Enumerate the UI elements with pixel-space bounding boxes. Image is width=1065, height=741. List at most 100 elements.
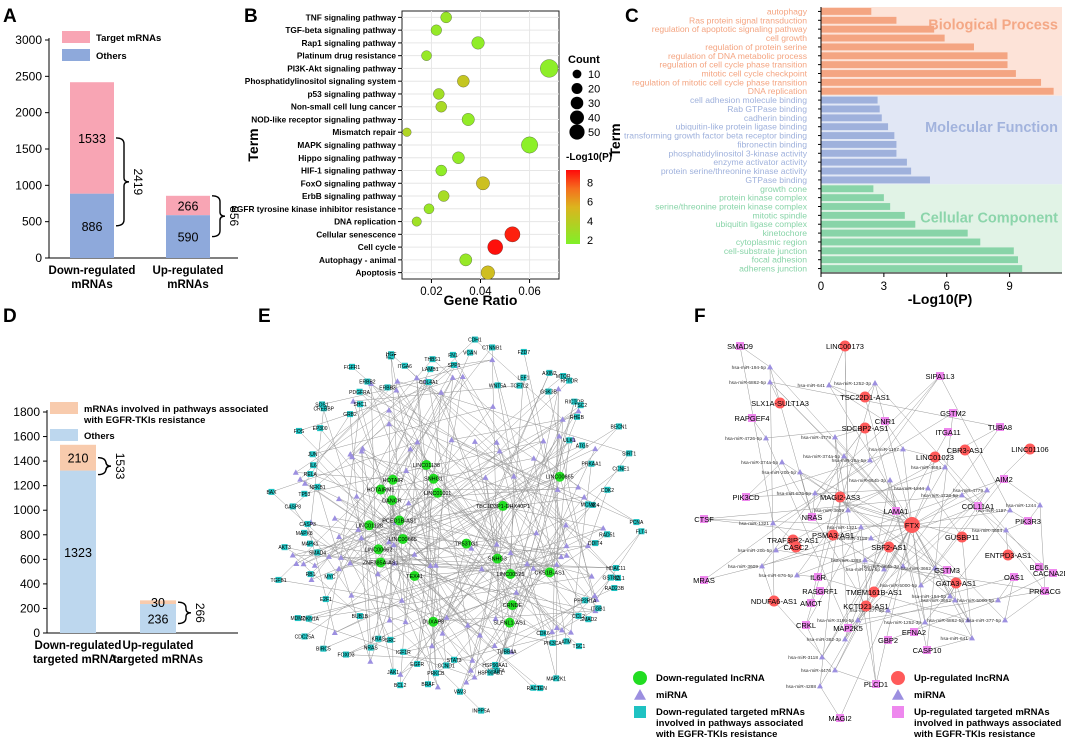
network-node-label: MAGI2-AS3: [820, 493, 860, 502]
network-edge: [843, 455, 913, 526]
mrna-node-label: FLT4: [636, 529, 648, 535]
lncrna-node-label: HOTAIR: [383, 478, 403, 484]
term-label: Non-small cell lung cancer: [291, 102, 397, 112]
mirna-node: [331, 629, 338, 636]
mrna-node: [268, 488, 275, 495]
mirna-node: [575, 484, 582, 490]
mirna-node: [575, 407, 582, 414]
mrna-node: [516, 382, 523, 389]
mrna-node: [357, 401, 364, 408]
y-tick-label: 800: [20, 528, 40, 542]
network-node-label: GSTM2: [940, 409, 966, 418]
network-edge: [369, 410, 579, 526]
network-edge: [325, 377, 453, 600]
mirna-node: [767, 379, 773, 385]
lncrna-node: [373, 544, 384, 555]
network-node-label: CACNA2D2: [1033, 569, 1065, 578]
network-edge: [414, 575, 512, 653]
mrna-node-label: CDH1: [468, 338, 482, 344]
mirna-node: [347, 560, 354, 566]
mirna-node: [554, 486, 561, 492]
mirna-node: [335, 495, 342, 502]
mirna-node: [947, 593, 953, 599]
legend-swatch: [50, 429, 78, 441]
network-node-label: CASP10: [913, 646, 942, 655]
mrna-node: [808, 513, 816, 521]
mrna-node: [310, 462, 317, 469]
total-brace: [211, 195, 226, 238]
network-edge: [821, 546, 890, 658]
network-edge: [887, 599, 999, 641]
lncrna-node: [544, 567, 555, 578]
mrna-node-label: JAK1: [387, 670, 399, 676]
network-edge: [511, 401, 575, 652]
network-edge: [292, 554, 616, 569]
network-edge: [389, 619, 482, 711]
term-label: EGFR tyrosine kinase inhibitor resistanc…: [231, 204, 396, 214]
legend-label-line: Down-regulated lncRNA: [656, 673, 765, 684]
mrna-node: [314, 483, 321, 490]
network-edge: [596, 577, 612, 600]
go-bar: [821, 52, 1008, 60]
mrna-node: [301, 633, 308, 640]
network-node-label: GBP2: [878, 636, 898, 645]
network-edge: [828, 345, 846, 386]
mrna-node-label: BUB1B: [352, 614, 369, 620]
mrna-node: [367, 644, 374, 651]
lncrna-node-label: HOTAIRM1: [367, 488, 395, 494]
size-legend-dot: [570, 110, 584, 125]
x-category-label-line: targeted mRNAs: [33, 654, 123, 666]
lncrna-node-label: LINC00525: [497, 572, 525, 578]
term-label: Cell cycle: [358, 242, 397, 252]
mrna-node: [585, 501, 592, 508]
mrna-node: [318, 401, 325, 408]
size-legend-label: 20: [588, 84, 600, 96]
mirna-node: [335, 565, 342, 572]
mrna-node-label: PCNA: [629, 520, 644, 526]
mrna-node-label: HSP90AA1: [482, 663, 508, 669]
mrna-node-label: ERBB2: [359, 380, 376, 386]
x-tick-label: 9: [1006, 281, 1012, 293]
data-point: [430, 24, 442, 36]
mrna-node: [281, 544, 288, 551]
mirna-node: [959, 492, 965, 498]
network-edge: [394, 562, 447, 666]
mrna-node: [326, 573, 333, 580]
lncrna-node: [375, 557, 386, 568]
data-point: [423, 203, 435, 215]
mrna-node-label: MAPK8: [296, 531, 313, 537]
network-edge: [819, 685, 841, 719]
network-node-label: LINC01023: [916, 453, 954, 462]
legend-marker: [633, 671, 647, 685]
network-edge: [499, 450, 619, 579]
panel-label-f: F: [694, 306, 706, 327]
legend-marker: [892, 706, 904, 718]
y-tick-label: 1800: [13, 405, 40, 419]
network-edge: [828, 384, 866, 398]
go-bar: [821, 132, 895, 139]
mirna-node: [524, 560, 531, 567]
mirna-node: [868, 535, 874, 541]
mrna-node: [364, 378, 371, 385]
bar-segment: [70, 82, 114, 194]
mrna-node: [604, 531, 611, 538]
mirna-node: [293, 560, 300, 566]
network-edge: [351, 478, 434, 596]
mrna-node: [289, 503, 296, 510]
mirna-node: [995, 597, 1001, 603]
go-bar: [821, 256, 1018, 264]
mirna-node: [301, 480, 308, 486]
mrna-node: [494, 382, 501, 389]
mirna-node: [397, 671, 404, 677]
bar-value-label: 886: [82, 220, 103, 234]
x-tick-label: 6: [944, 281, 950, 293]
mirna-node: [390, 541, 397, 548]
mirna-node: [862, 557, 868, 563]
mrna-node-label: SMAD2: [580, 617, 597, 623]
network-edge: [844, 524, 913, 640]
mirna-node: [449, 374, 456, 380]
mrna-node: [478, 707, 485, 714]
mirna-node: [881, 566, 887, 572]
